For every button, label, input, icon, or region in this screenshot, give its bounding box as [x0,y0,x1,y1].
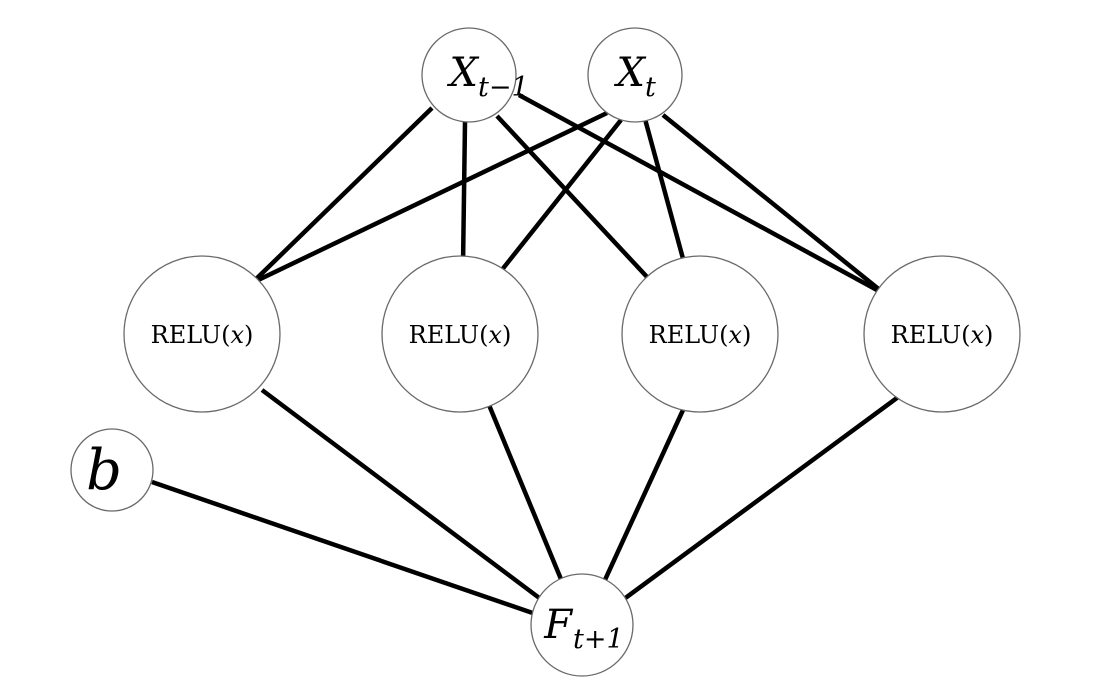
node-bias: b [70,428,154,512]
nodes-layer: X t−1 X t RELU(x) RELU(x) RELU(x) RELU(x… [70,27,1021,677]
node-x-prev-circle [421,27,517,123]
node-relu-4-circle [863,255,1021,413]
node-output-circle [530,573,634,677]
node-bias-label: b [86,438,122,503]
edge-relu4-output [580,390,907,632]
node-relu-2: RELU(x) [381,255,539,413]
edge-xcurr-relu4 [661,113,888,297]
node-bias-circle [70,428,154,512]
edge-bias-output [151,479,583,633]
node-x-prev-subscript: t−1 [478,72,529,103]
node-relu-1-circle [123,255,281,413]
edges-layer [151,93,907,633]
node-relu-3-circle [621,255,779,413]
node-output: F t+1 [530,573,634,677]
edge-xprev-relu3 [495,114,650,280]
edge-xcurr-relu2 [499,118,623,273]
edge-xprev-relu1 [250,106,434,285]
node-relu-3: RELU(x) [621,255,779,413]
node-x-curr: X t [587,27,683,123]
node-x-curr-label: X [614,50,647,96]
edge-xcurr-relu1 [251,110,608,286]
edge-xprev-relu2 [460,121,468,267]
node-relu-4-label: RELU(x) [891,321,994,349]
node-relu-4: RELU(x) [863,255,1021,413]
edge-xcurr-relu3 [642,118,688,267]
node-relu-3-label: RELU(x) [649,321,752,349]
edge-xprev-relu4 [517,93,890,298]
node-output-subscript: t+1 [573,624,624,655]
node-relu-2-circle [381,255,539,413]
node-x-curr-subscript: t [645,72,656,103]
node-x-prev: X t−1 [421,27,529,123]
node-output-label: F [543,602,573,648]
edge-relu1-output [260,388,584,632]
node-x-prev-label: X [447,50,480,96]
node-relu-1-label: RELU(x) [151,321,254,349]
node-x-curr-circle [587,27,683,123]
node-relu-2-label: RELU(x) [409,321,512,349]
node-relu-1: RELU(x) [123,255,281,413]
